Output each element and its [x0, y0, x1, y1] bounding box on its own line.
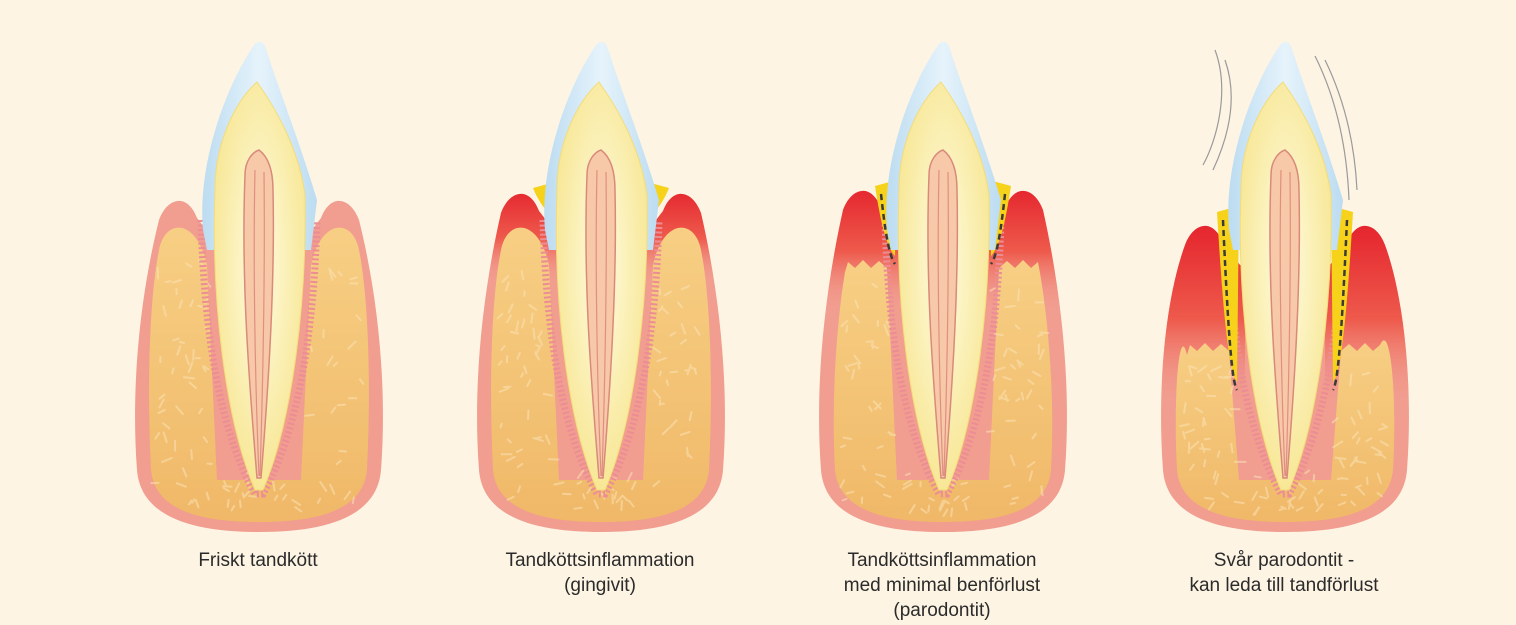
tooth-stage-1: [135, 42, 383, 532]
caption-mild-periodontitis: Tandköttsinflammation med minimal benför…: [792, 548, 1092, 623]
caption-line: Tandköttsinflammation: [792, 548, 1092, 573]
caption-line: (gingivit): [450, 573, 750, 598]
caption-line: (parodontit): [792, 598, 1092, 623]
tooth-stage-3: [813, 42, 1073, 532]
caption-gingivitis: Tandköttsinflammation (gingivit): [450, 548, 750, 598]
caption-line: kan leda till tandförlust: [1134, 573, 1434, 598]
caption-severe-periodontitis: Svår parodontit - kan leda till tandförl…: [1134, 548, 1434, 598]
caption-healthy-gums: Friskt tandkött: [108, 548, 408, 573]
caption-line: Svår parodontit -: [1134, 548, 1434, 573]
caption-line: Friskt tandkött: [108, 548, 408, 573]
tooth-stage-4: [1155, 42, 1415, 532]
tooth-stage-2: [471, 42, 731, 532]
caption-line: Tandköttsinflammation: [450, 548, 750, 573]
caption-line: med minimal benförlust: [792, 573, 1092, 598]
